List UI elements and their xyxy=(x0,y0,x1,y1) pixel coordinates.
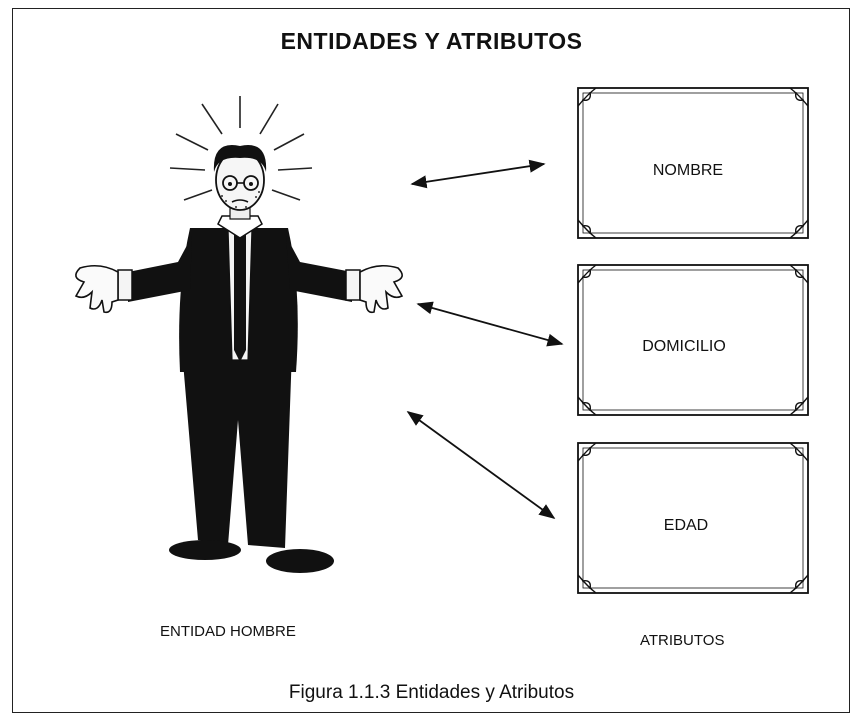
attribute-box-nombre xyxy=(577,87,809,239)
arrow-nombre xyxy=(410,159,546,189)
attribute-label-nombre: NOMBRE xyxy=(652,162,724,179)
attribute-box-edad xyxy=(577,442,809,594)
diagram-title: ENTIDADES Y ATRIBUTOS xyxy=(280,28,583,54)
attribute-label-domicilio: DOMICILIO xyxy=(642,338,726,355)
entity-label: ENTIDAD HOMBRE xyxy=(160,623,296,640)
attribute-box-domicilio xyxy=(577,264,809,416)
attribute-label-edad: EDAD xyxy=(663,517,709,534)
arrow-edad xyxy=(406,411,556,519)
figure-caption: Figura 1.1.3 Entidades y Atributos xyxy=(288,682,575,703)
rays-icon xyxy=(169,96,313,201)
arrow-domicilio xyxy=(416,301,564,347)
figure-frame xyxy=(12,8,850,713)
man-illustration xyxy=(74,96,404,573)
attributes-group-label: ATRIBUTOS xyxy=(640,632,725,649)
